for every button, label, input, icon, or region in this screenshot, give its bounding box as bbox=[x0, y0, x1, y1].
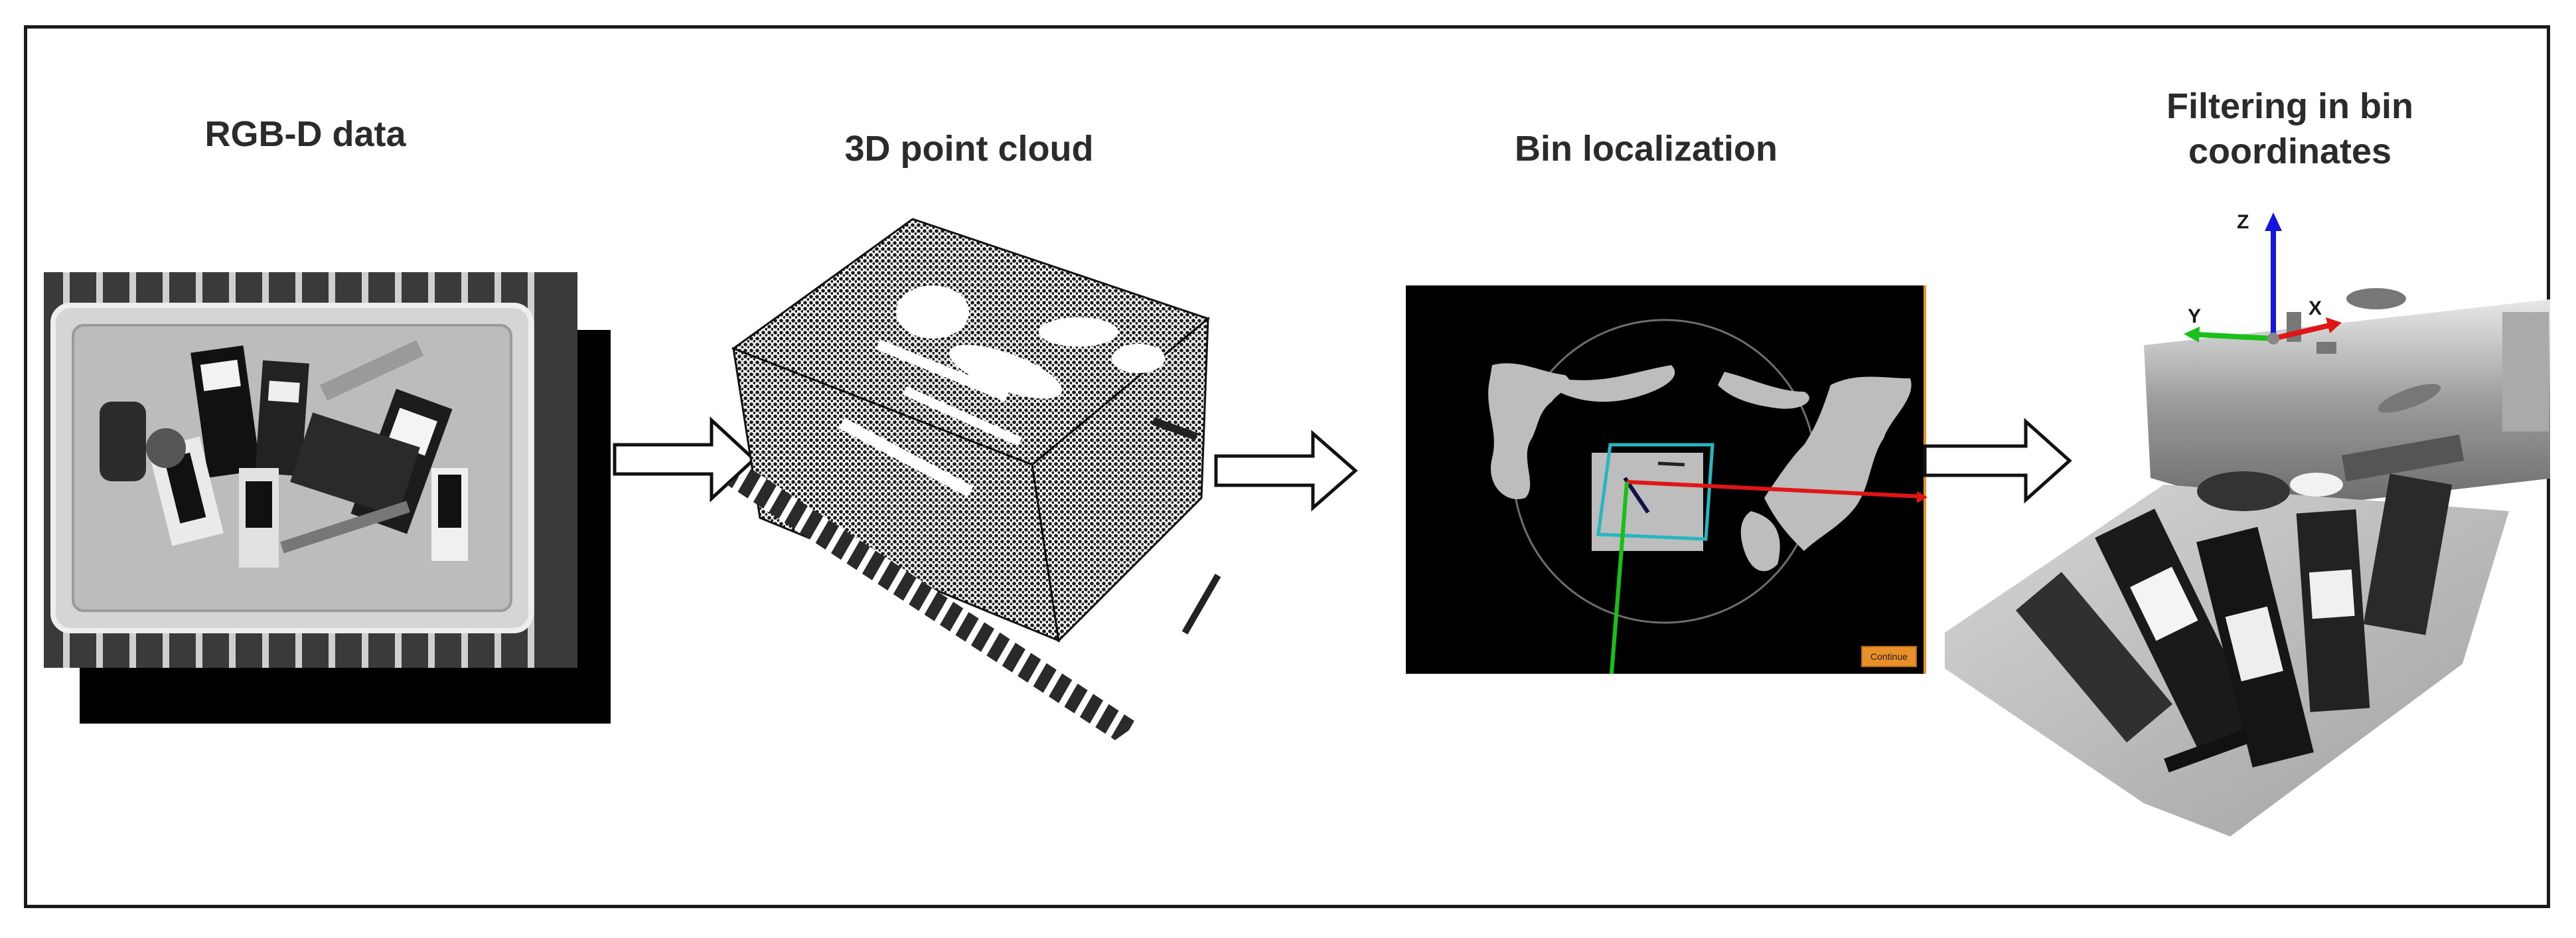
stage-title-rgbd: RGB-D data bbox=[204, 114, 406, 154]
stage-title-bin-localization: Bin localization bbox=[1514, 129, 1778, 169]
continue-button[interactable]: Continue bbox=[1861, 646, 1917, 667]
flow-arrow-3 bbox=[1922, 418, 2075, 504]
filter-axis-z-label: Z bbox=[2237, 211, 2249, 233]
filter-axis-x bbox=[2273, 323, 2330, 341]
filter-axis-x-label: X bbox=[2309, 297, 2322, 319]
filter-axis-y bbox=[2196, 332, 2274, 341]
bin-localization-panel bbox=[1406, 285, 1928, 674]
flow-arrow-2 bbox=[1213, 430, 1359, 512]
flow-arrow-1 bbox=[612, 416, 758, 503]
point-cloud-floor-strip bbox=[727, 468, 1138, 740]
localization-axis-y bbox=[1610, 481, 1629, 674]
stage-title-filtering: Filtering in bin coordinates bbox=[2166, 86, 2413, 171]
filtered-cloud-panel bbox=[1945, 199, 2550, 850]
localization-axis-x bbox=[1626, 480, 1923, 499]
rgbd-image-panel bbox=[40, 269, 617, 734]
filter-axis-y-label: Y bbox=[2188, 305, 2202, 327]
detected-bin-outline bbox=[1596, 443, 1714, 541]
stage-title-point-cloud: 3D point cloud bbox=[844, 129, 1094, 169]
point-cloud-panel bbox=[714, 199, 1264, 790]
